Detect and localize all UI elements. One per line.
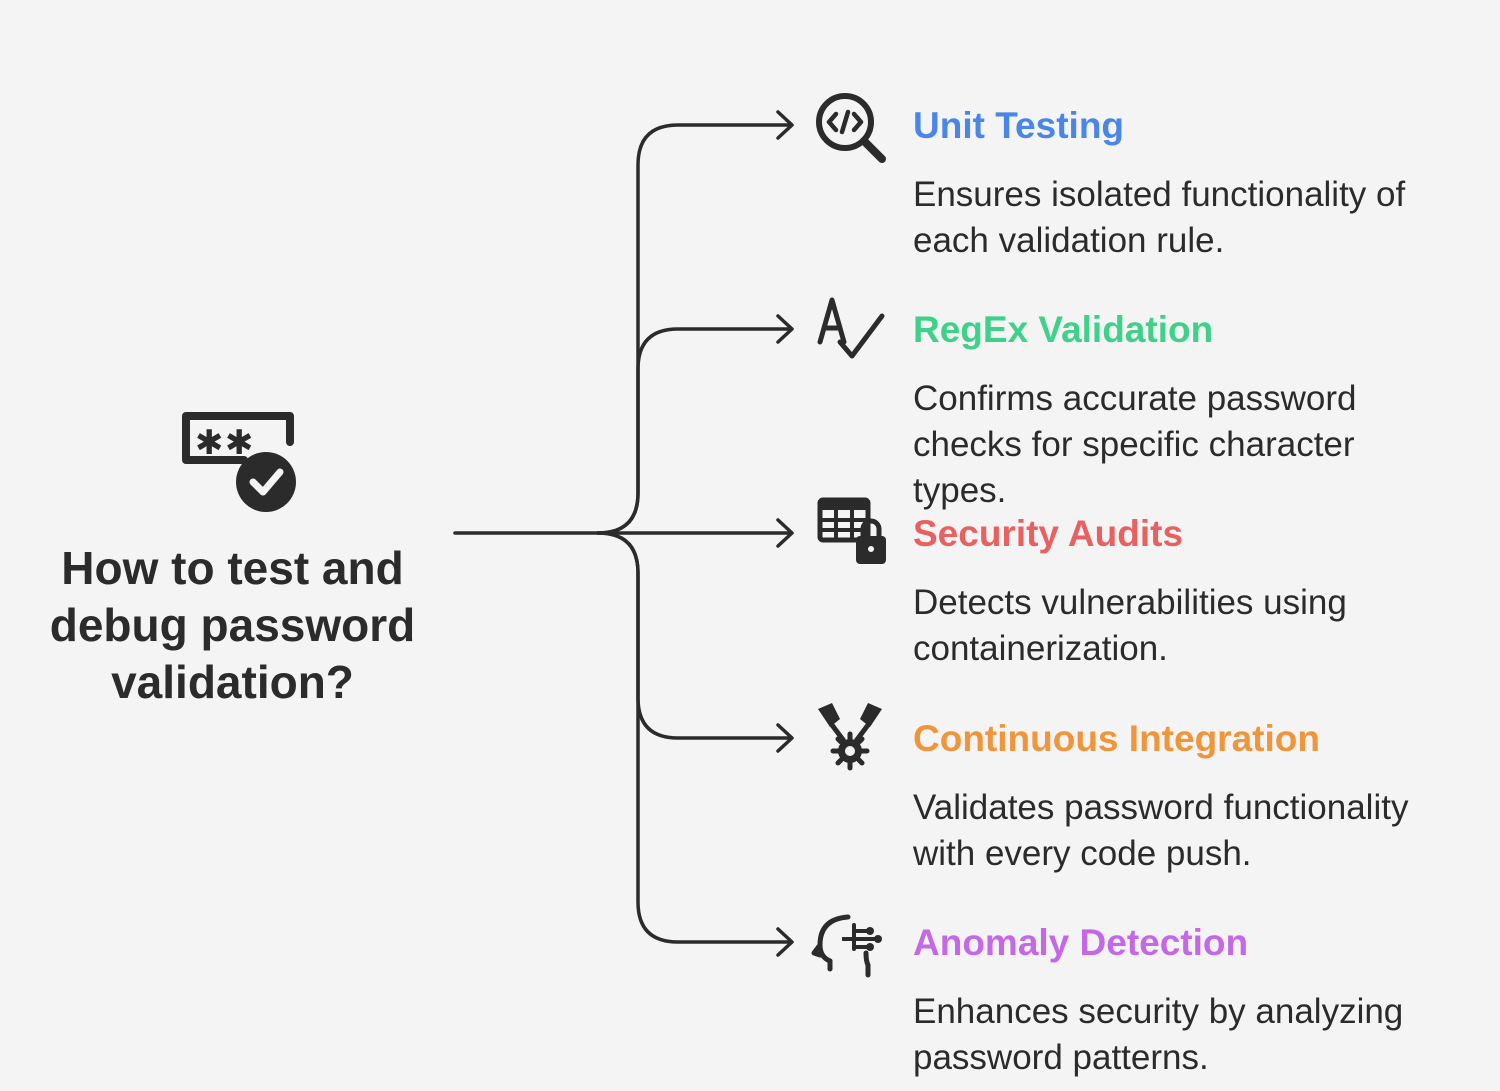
arrowhead-anomaly-detection [776, 927, 794, 957]
svg-text:✱: ✱ [195, 423, 224, 463]
table-lock-icon [810, 496, 890, 576]
branch-title: Unit Testing [913, 105, 1125, 146]
branch-title: RegEx Validation [913, 309, 1214, 350]
root-title: How to test and debug password validatio… [49, 542, 416, 708]
branch-description: Confirms accurate password checks for sp… [913, 379, 1357, 510]
branch-title: Continuous Integration [913, 718, 1320, 759]
arrowhead-security-audits [776, 518, 794, 548]
ai-head-icon [810, 909, 890, 989]
arrowhead-unit-testing [776, 110, 794, 140]
arrowhead-continuous-integration [776, 723, 794, 753]
connector-regex-validation [596, 327, 792, 535]
password-check-icon: ✱ ✱ [178, 408, 300, 516]
branch-title: Security Audits [913, 513, 1184, 554]
code-search-icon [810, 92, 890, 172]
spell-check-icon [810, 292, 890, 372]
connector-anomaly-detection [596, 531, 792, 944]
connector-continuous-integration [596, 531, 792, 740]
branch-description: Ensures isolated functionality of each v… [913, 175, 1406, 260]
svg-text:✱: ✱ [225, 423, 254, 463]
branch-description: Enhances security by analyzing password … [913, 992, 1404, 1077]
branch-title: Anomaly Detection [913, 922, 1249, 963]
branch-description: Detects vulnerabilities using containeri… [913, 583, 1347, 668]
pipeline-gear-icon [810, 703, 890, 783]
branch-description: Validates password functionality with ev… [913, 788, 1409, 873]
arrowhead-regex-validation [776, 314, 794, 344]
